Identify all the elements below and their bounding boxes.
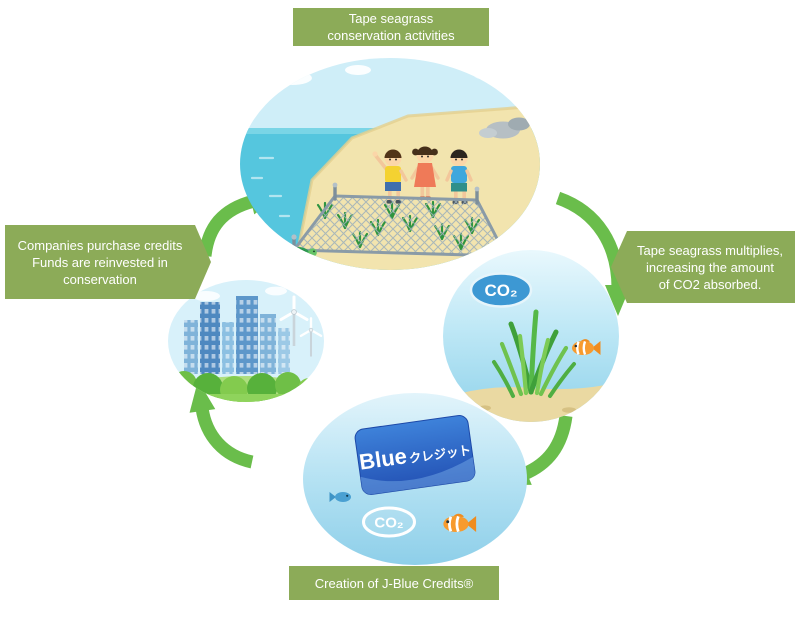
- arrow-bottom-to-left-icon: [189, 380, 254, 469]
- rocks: [479, 117, 530, 139]
- small-fish-icon: [329, 492, 351, 502]
- city-buildings: [184, 296, 290, 374]
- label-conservation-activities: Tape seagrass conservation activities: [293, 8, 489, 46]
- credit-card-illustration: Blueクレジット CO₂: [303, 393, 527, 565]
- underwater-seagrass-illustration: CO₂: [443, 250, 619, 422]
- label-line: Funds are reinvested in: [32, 254, 168, 270]
- wind-turbine-icon: [279, 295, 309, 346]
- wind-turbine-icon: [299, 317, 323, 357]
- turtle-icon: [285, 247, 317, 266]
- arrow-left-to-top-icon: [198, 189, 282, 257]
- label-creation-of-credits: Creation of J-Blue Credits®: [289, 566, 499, 600]
- label-line: conservation activities: [327, 28, 455, 43]
- arrow-right-to-bottom-icon: [498, 414, 573, 485]
- label-line: Companies purchase credits: [17, 237, 183, 253]
- scene-seagrass-co2-absorption: CO₂: [443, 250, 619, 422]
- scene-conservation-activities: [240, 58, 540, 270]
- child-blue: [445, 149, 473, 205]
- beach-scene-illustration: [240, 58, 540, 270]
- label-line: Tape seagrass multiplies,: [637, 242, 783, 258]
- co2-bubble-text: CO₂: [374, 515, 403, 532]
- co2-bubble: CO₂: [362, 506, 416, 538]
- co2-badge: CO₂: [469, 272, 533, 308]
- fence: [291, 182, 509, 261]
- fish-icon: [443, 513, 477, 533]
- label-line: conservation: [63, 271, 137, 287]
- label-line: of CO2 absorbed.: [658, 276, 762, 292]
- label-line: increasing the amount: [646, 259, 774, 275]
- scene-j-blue-credit: Blueクレジット CO₂: [303, 393, 527, 565]
- label-companies-purchase: Companies purchase credits Funds are rei…: [5, 225, 211, 299]
- label-line: Tape seagrass: [348, 11, 434, 26]
- seagrass-icon: [492, 309, 576, 398]
- co2-badge-text: CO₂: [484, 281, 517, 300]
- fish-icon: [572, 339, 601, 356]
- label-line: Creation of J-Blue Credits®: [314, 575, 474, 591]
- child-girl: [410, 146, 440, 200]
- label-seagrass-multiplies: Tape seagrass multiplies, increasing the…: [611, 231, 795, 303]
- credit-card: Blueクレジット: [354, 415, 477, 496]
- water-sparkles: [250, 156, 291, 218]
